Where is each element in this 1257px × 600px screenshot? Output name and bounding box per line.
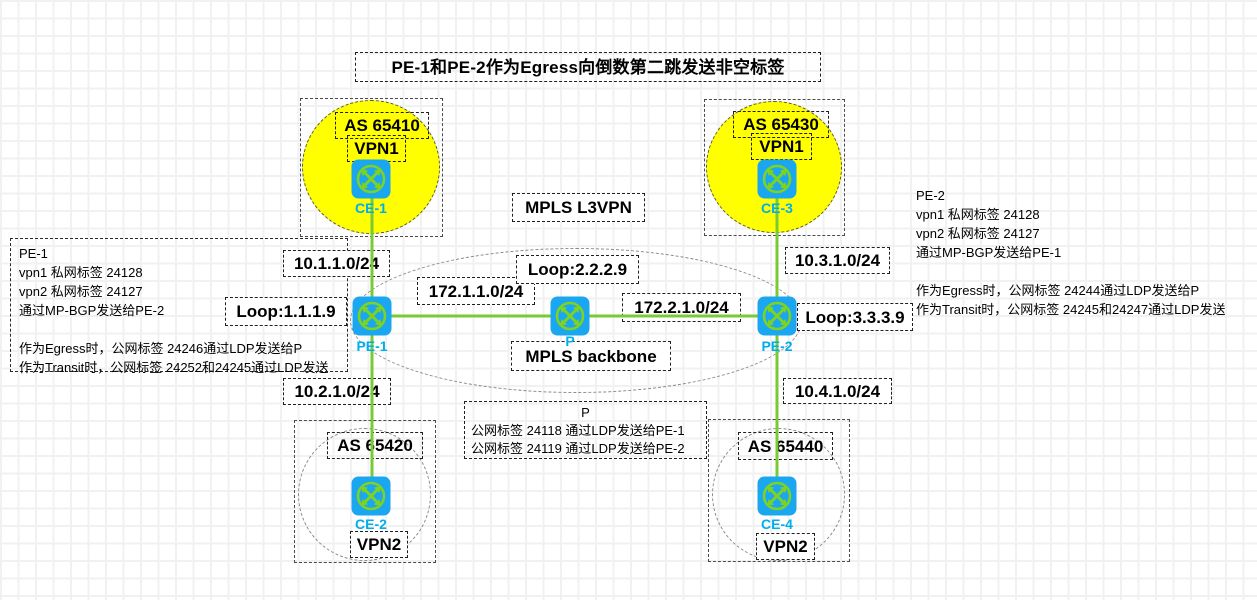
- p-note-line: 公网标签 24118 通过LDP发送给PE-1: [471, 423, 685, 438]
- pe2-note-line: vpn2 私网标签 24127: [916, 226, 1040, 241]
- subnet-label-pe1-p[interactable]: 172.1.1.0/24: [417, 277, 535, 305]
- vpn-label-top-left[interactable]: VPN1: [347, 135, 406, 162]
- loopback-label-pe2[interactable]: Loop:3.3.3.9: [797, 303, 913, 331]
- mpls-backbone-label[interactable]: MPLS backbone: [511, 341, 671, 371]
- pe1-note-line: 通过MP-BGP发送给PE-2: [19, 303, 165, 318]
- site-bottom-right-vpn-circle[interactable]: [712, 428, 845, 561]
- subnet-label-p-pe2[interactable]: 172.2.1.0/24: [622, 293, 741, 322]
- router-name-pe2: PE-2: [761, 338, 793, 354]
- router-name-ce2: CE-2: [355, 516, 387, 532]
- router-icon-pe1[interactable]: [352, 296, 392, 336]
- subnet-label-pe2-ce4[interactable]: 10.4.1.0/24: [783, 378, 892, 404]
- pe2-note-line: vpn1 私网标签 24128: [916, 207, 1040, 222]
- p-note-title: P: [581, 405, 590, 420]
- router-icon-ce2[interactable]: [351, 476, 391, 516]
- router-icon-pe2[interactable]: [757, 296, 797, 336]
- pe1-note-line: PE-1: [19, 246, 48, 261]
- pe2-note-line: 作为Transit时，公网标签 24245和24247通过LDP发送: [916, 302, 1226, 317]
- router-name-pe1: PE-1: [356, 338, 388, 354]
- router-icon-ce3[interactable]: [757, 159, 797, 199]
- subnet-label-ce1-pe1[interactable]: 10.1.1.0/24: [283, 250, 390, 277]
- pe1-note-line: vpn2 私网标签 24127: [19, 284, 143, 299]
- router-icon-p[interactable]: [550, 296, 590, 336]
- subnet-label-pe1-ce2[interactable]: 10.2.1.0/24: [283, 378, 391, 405]
- site-bottom-left-boundary[interactable]: [294, 420, 436, 563]
- site-top-right-boundary[interactable]: [704, 99, 845, 236]
- router-name-ce3: CE-3: [761, 200, 793, 216]
- router-name-p: P: [565, 333, 575, 349]
- vpn-label-top-right[interactable]: VPN1: [751, 133, 812, 160]
- router-name-ce4: CE-4: [761, 516, 793, 532]
- pe1-note-line: 作为Egress时，公网标签 24246通过LDP发送给P: [19, 341, 303, 356]
- site-bottom-right-boundary[interactable]: [708, 419, 850, 562]
- pe2-note-line: 作为Egress时，公网标签 24244通过LDP发送给P: [916, 283, 1200, 298]
- pe2-note-gap: [916, 262, 1252, 281]
- mpls-l3vpn-label[interactable]: MPLS L3VPN: [512, 193, 645, 222]
- diagram-title[interactable]: PE-1和PE-2作为Egress向倒数第二跳发送非空标签: [355, 52, 821, 82]
- p-note-block[interactable]: P 公网标签 24118 通过LDP发送给PE-1 公网标签 24119 通过L…: [464, 401, 707, 459]
- pe1-note-line: vpn1 私网标签 24128: [19, 265, 143, 280]
- pe2-note-line: PE-2: [916, 188, 945, 203]
- as-label-top-right[interactable]: AS 65430: [733, 111, 829, 138]
- pe2-note-line: 通过MP-BGP发送给PE-1: [916, 245, 1062, 260]
- subnet-label-ce3-pe2[interactable]: 10.3.1.0/24: [785, 247, 890, 274]
- loopback-label-p[interactable]: Loop:2.2.2.9: [516, 255, 639, 284]
- router-name-ce1: CE-1: [355, 200, 387, 216]
- p-note-line: 公网标签 24119 通过LDP发送给PE-2: [471, 441, 685, 456]
- as-label-bottom-left[interactable]: AS 65420: [327, 432, 423, 459]
- router-icon-ce4[interactable]: [757, 476, 797, 516]
- loopback-label-pe1[interactable]: Loop:1.1.1.9: [225, 297, 347, 326]
- router-icon-ce1[interactable]: [351, 159, 391, 199]
- as-label-bottom-right[interactable]: AS 65440: [738, 432, 833, 460]
- pe1-note-block[interactable]: PE-1 vpn1 私网标签 24128 vpn2 私网标签 24127 通过M…: [10, 238, 348, 375]
- vpn-label-bottom-right[interactable]: VPN2: [756, 533, 815, 560]
- pe2-note-block[interactable]: PE-2 vpn1 私网标签 24128 vpn2 私网标签 24127 通过M…: [916, 186, 1252, 319]
- as-label-top-left[interactable]: AS 65410: [335, 112, 429, 139]
- vpn-label-bottom-left[interactable]: VPN2: [350, 531, 408, 558]
- site-bottom-left-vpn-circle[interactable]: [298, 428, 431, 561]
- pe1-note-line: 作为Transit时，公网标签 24252和24245通过LDP发送: [19, 360, 329, 375]
